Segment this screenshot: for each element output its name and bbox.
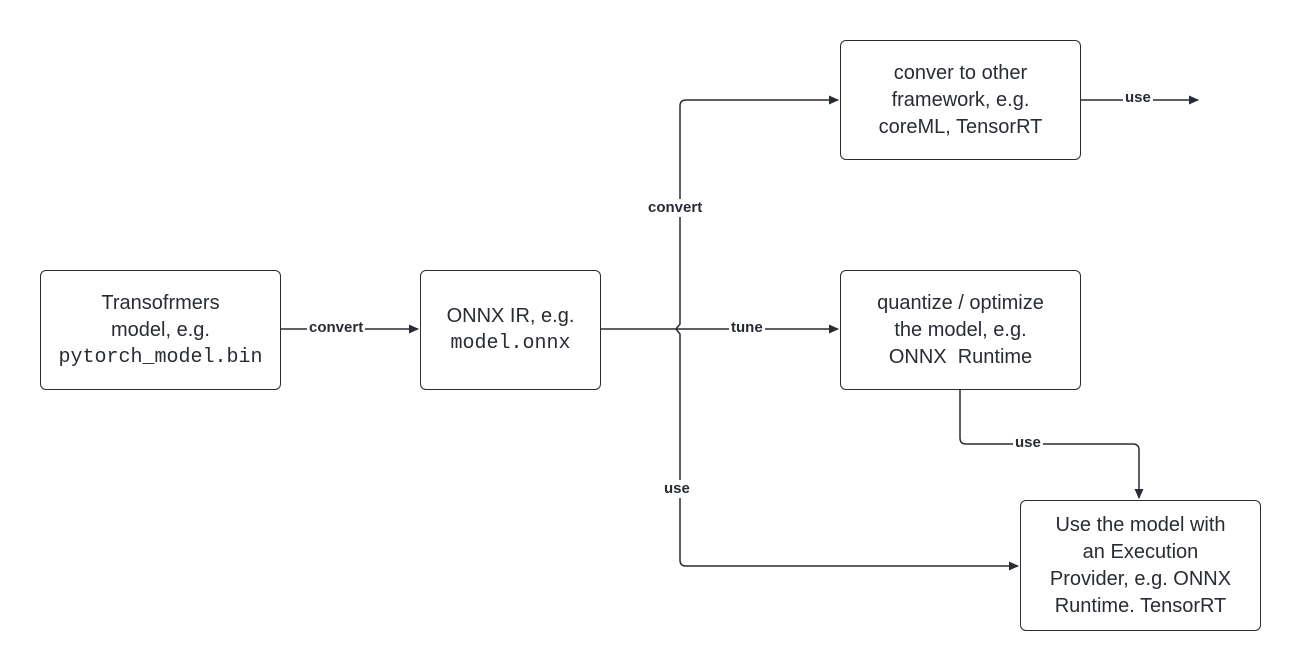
node-execution-provider: Use the model with an Execution Provider… — [1020, 500, 1261, 631]
edge-onnx-to-other-framework — [675, 95, 839, 330]
node-transformers-line1: Transofrmers — [101, 291, 220, 314]
node-transformers-line2: model, e.g. — [111, 318, 210, 341]
node-quantize-optimize: quantize / optimize the model, e.g. ONNX… — [840, 270, 1081, 390]
node-onnx-ir-line1: ONNX IR, e.g. — [446, 305, 575, 327]
node-execution-line3: Provider, e.g. ONNX — [1049, 567, 1232, 590]
node-execution-line4: Runtime. TensorRT — [1054, 594, 1227, 617]
node-other-framework: conver to other framework, e.g. coreML, … — [840, 40, 1081, 160]
node-onnx-ir-code: model.onnx — [450, 332, 571, 355]
node-execution-line2: an Execution — [1082, 540, 1199, 563]
edge-quantize-to-execution-provider — [959, 390, 1144, 499]
edge-label-onnx-to-other-framework: convert — [646, 199, 705, 217]
edge-onnx-to-execution-provider — [675, 328, 1019, 571]
edge-label-onnx-to-quantize: tune — [729, 319, 765, 337]
node-quantize-line2: the model, e.g. — [894, 318, 1027, 341]
node-transformers-code: pytorch_model.bin — [58, 345, 263, 369]
edge-label-transformers-to-onnx: convert — [307, 319, 366, 337]
node-other-framework-line1: conver to other — [893, 61, 1028, 84]
edge-label-quantize-to-execution: use — [1013, 434, 1043, 452]
node-execution-line1: Use the model with — [1055, 513, 1226, 536]
edge-label-other-framework-out: use — [1123, 89, 1153, 107]
node-onnx-ir: ONNX IR, e.g. model.onnx — [420, 270, 601, 390]
edge-label-onnx-to-execution: use — [662, 480, 692, 498]
node-transformers-model: Transofrmers model, e.g. pytorch_model.b… — [40, 270, 281, 390]
node-quantize-line1: quantize / optimize — [877, 291, 1044, 314]
node-quantize-line3: ONNX Runtime — [888, 345, 1033, 368]
node-other-framework-line2: framework, e.g. — [891, 88, 1030, 111]
node-other-framework-line3: coreML, TensorRT — [878, 115, 1043, 138]
